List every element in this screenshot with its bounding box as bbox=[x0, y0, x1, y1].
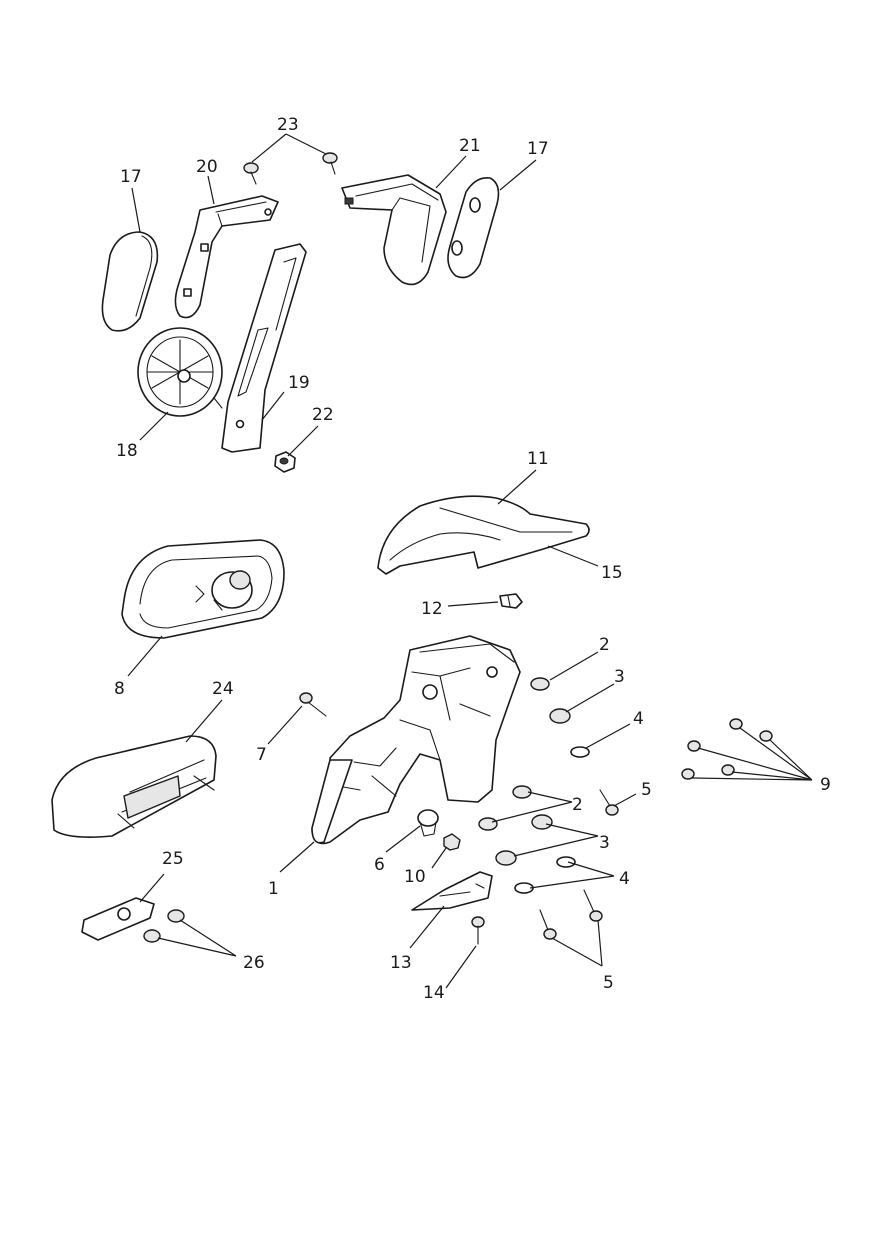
callout-5-bottom: 5 bbox=[603, 973, 614, 993]
part-5-bolt-a bbox=[599, 789, 619, 816]
callout-3-top: 3 bbox=[614, 667, 625, 687]
part-14-bolt bbox=[471, 916, 485, 945]
callout-6: 6 bbox=[374, 855, 385, 875]
leader-lines bbox=[127, 133, 813, 989]
callout-5-top: 5 bbox=[641, 780, 652, 800]
part-21-right-bracket bbox=[341, 174, 447, 286]
callout-17-left: 17 bbox=[120, 167, 142, 187]
part-11-mudguard bbox=[377, 495, 590, 575]
callout-21: 21 bbox=[459, 136, 481, 156]
callout-4-top: 4 bbox=[633, 709, 644, 729]
part-5-bolt-b bbox=[539, 909, 557, 940]
callout-13: 13 bbox=[390, 953, 412, 973]
callout-14: 14 bbox=[423, 983, 445, 1003]
callout-1: 1 bbox=[268, 879, 279, 899]
callout-7: 7 bbox=[256, 745, 267, 765]
part-2-grommet-a bbox=[530, 677, 550, 691]
callout-24: 24 bbox=[212, 679, 234, 699]
part-5-bolt-c bbox=[583, 889, 603, 922]
part-4-washer-b bbox=[556, 856, 576, 868]
part-20-left-bracket bbox=[174, 195, 279, 319]
part-7-bolt bbox=[299, 692, 327, 717]
callout-10: 10 bbox=[404, 867, 426, 887]
part-3-bush-c bbox=[495, 850, 517, 866]
callout-20: 20 bbox=[196, 157, 218, 177]
callout-labels: 23 20 17 21 17 19 22 18 11 15 12 8 24 7 … bbox=[114, 115, 831, 1003]
callout-15: 15 bbox=[601, 563, 623, 583]
part-9-screws bbox=[681, 718, 773, 780]
part-2-grommet-c bbox=[478, 817, 498, 831]
callout-19: 19 bbox=[288, 373, 310, 393]
part-25-bracket bbox=[81, 897, 155, 941]
callout-9: 9 bbox=[820, 775, 831, 795]
part-1-subframe bbox=[311, 635, 521, 845]
callout-2-bottom: 2 bbox=[572, 795, 583, 815]
part-8-tail-lamp bbox=[121, 539, 285, 639]
part-23-screws bbox=[243, 152, 338, 185]
callout-22: 22 bbox=[312, 405, 334, 425]
callout-3-bottom: 3 bbox=[599, 833, 610, 853]
part-19-strut bbox=[221, 243, 307, 453]
callout-8: 8 bbox=[114, 679, 125, 699]
part-6-spacer bbox=[417, 809, 439, 837]
part-26-screws bbox=[143, 909, 185, 943]
part-10-nut bbox=[443, 833, 461, 851]
part-2-grommet-b bbox=[512, 785, 532, 799]
callout-2-top: 2 bbox=[599, 635, 610, 655]
callout-11: 11 bbox=[527, 449, 549, 469]
part-17-left-lens bbox=[101, 231, 159, 332]
part-3-bush-a bbox=[549, 708, 571, 724]
callout-12: 12 bbox=[421, 599, 443, 619]
callout-26: 26 bbox=[243, 953, 265, 973]
callout-18: 18 bbox=[116, 441, 138, 461]
callout-23: 23 bbox=[277, 115, 299, 135]
part-12-clip bbox=[499, 593, 523, 609]
callout-4-bottom: 4 bbox=[619, 869, 630, 889]
callout-17-right: 17 bbox=[527, 139, 549, 159]
part-17-right-lens bbox=[447, 176, 500, 279]
part-24-plate-lamp bbox=[51, 735, 217, 838]
part-3-bush-b bbox=[531, 814, 553, 830]
part-18-reflector bbox=[137, 327, 223, 417]
part-22-nut bbox=[274, 451, 296, 473]
part-4-washer-a bbox=[570, 746, 590, 758]
callout-25: 25 bbox=[162, 849, 184, 869]
part-13-splash-plate bbox=[411, 871, 493, 911]
